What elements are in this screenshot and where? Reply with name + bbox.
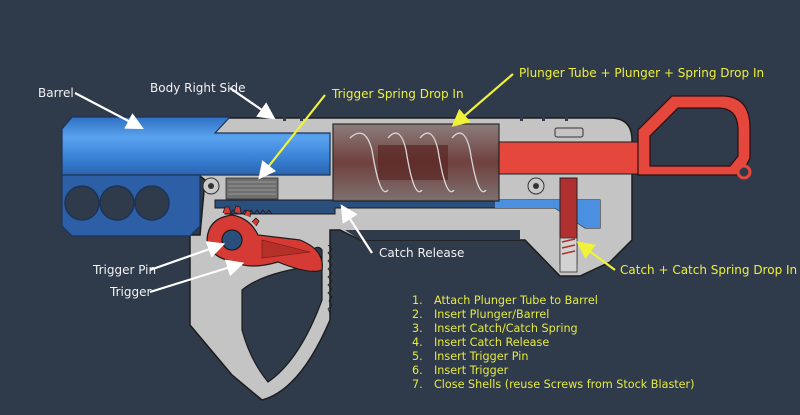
step-number: 1. (412, 294, 423, 307)
label-barrel: Barrel (38, 86, 74, 100)
callout-arrows (74, 73, 616, 294)
step-text: Insert Trigger (434, 364, 509, 377)
step-text: Insert Trigger Pin (434, 350, 528, 363)
step-number: 5. (412, 350, 423, 363)
label-trigger: Trigger (109, 285, 151, 299)
trigger-arrow (149, 259, 245, 294)
stock (637, 95, 752, 180)
step-number: 6. (412, 364, 423, 377)
label-body-right-side: Body Right Side (150, 81, 245, 95)
step-number: 4. (412, 336, 423, 349)
body-shell (189, 117, 633, 401)
trigger-spring-arrow (258, 94, 326, 180)
step-text: Insert Catch/Catch Spring (434, 322, 578, 335)
catch (559, 177, 578, 273)
step-text: Insert Catch Release (434, 336, 549, 349)
assembly-steps: 1. Attach Plunger Tube to Barrel 2. Inse… (412, 294, 695, 391)
barrel-arrow (74, 92, 144, 130)
plunger-spring (349, 132, 487, 193)
step-number: 3. (412, 322, 423, 335)
trigger-part (206, 205, 323, 272)
plunger-tube-arrow (451, 73, 514, 127)
trigger-pin-arrow (149, 241, 226, 272)
plunger-tube (332, 123, 500, 202)
barrel-holes (64, 185, 170, 221)
label-plunger-tube: Plunger Tube + Plunger + Spring Drop In (519, 66, 764, 80)
label-catch-release: Catch Release (379, 246, 464, 260)
step-text: Insert Plunger/Barrel (434, 308, 549, 321)
step-number: 2. (412, 308, 423, 321)
step-text: Attach Plunger Tube to Barrel (434, 294, 598, 307)
step-text: Close Shells (reuse Screws from Stock Bl… (434, 378, 695, 391)
trigger-spring (225, 177, 279, 200)
label-catch-spring: Catch + Catch Spring Drop In (620, 263, 797, 277)
catch-spring-arrow (576, 241, 616, 271)
label-trigger-spring: Trigger Spring Drop In (331, 87, 464, 101)
trigger-pin (221, 229, 243, 251)
catch-release-arrow (340, 204, 373, 254)
label-trigger-pin: Trigger Pin (92, 263, 156, 277)
plunger-rod (497, 141, 639, 175)
step-number: 7. (412, 378, 423, 391)
body-arrow (229, 87, 276, 120)
